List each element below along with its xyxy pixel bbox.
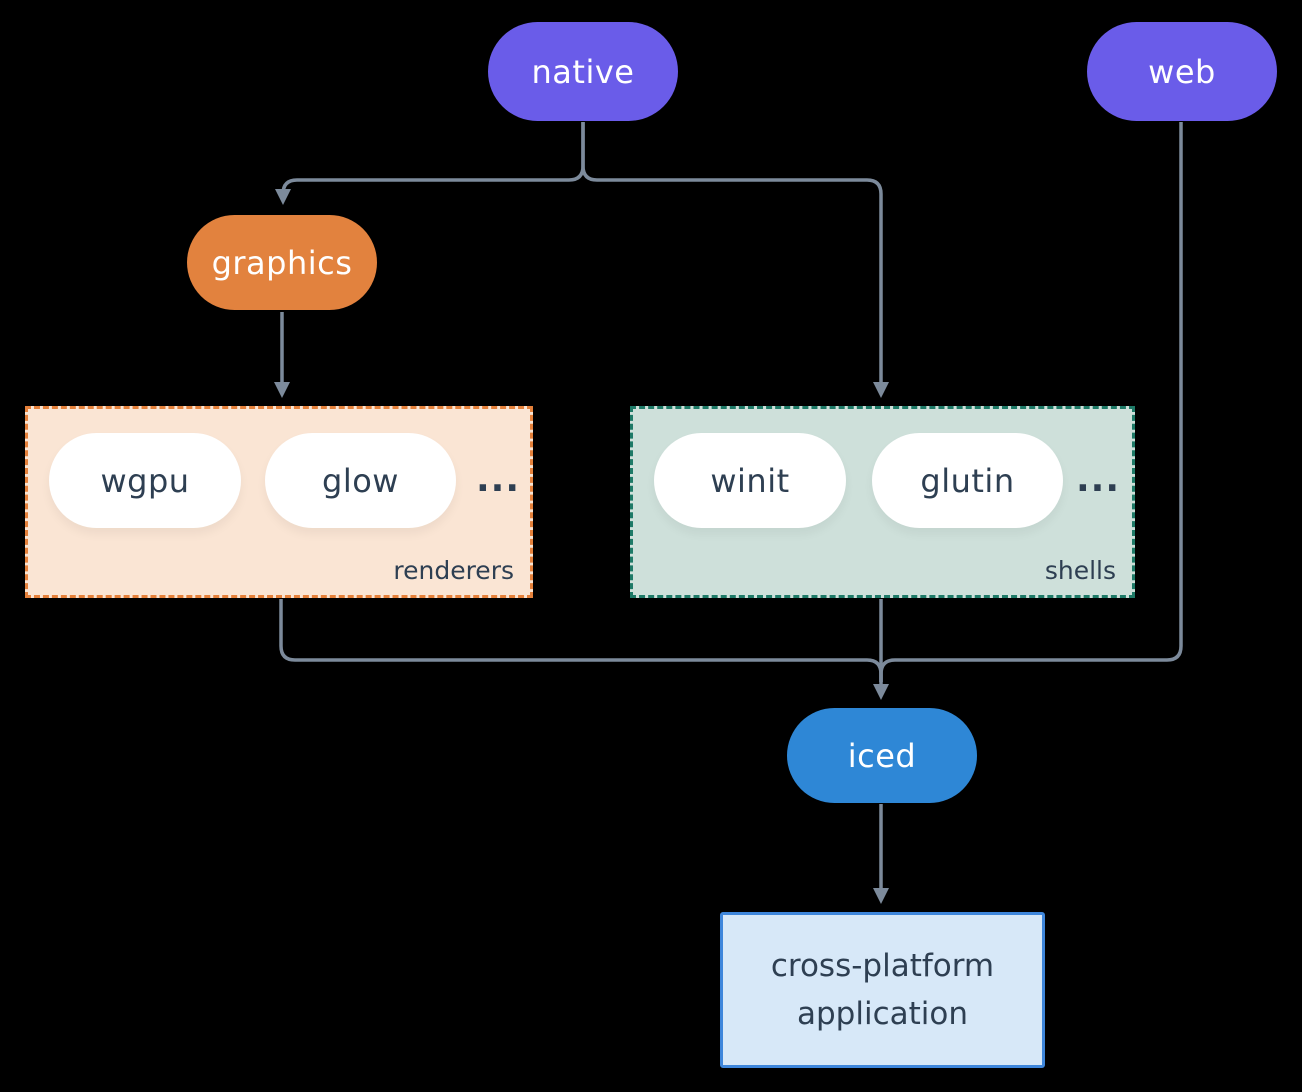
- node-iced-label: iced: [847, 736, 917, 775]
- node-glow: glow: [265, 433, 456, 528]
- node-iced: iced: [787, 708, 977, 803]
- node-winit-label: winit: [710, 461, 790, 500]
- node-native: native: [488, 22, 678, 121]
- group-renderers-label: renderers: [393, 556, 514, 585]
- edge-native-graphics: [275, 122, 585, 205]
- node-web-label: web: [1148, 52, 1216, 91]
- app-label-line1: cross-platform: [770, 947, 995, 984]
- node-wgpu: wgpu: [49, 433, 241, 528]
- app-label-line2: application: [797, 996, 968, 1032]
- node-glow-label: glow: [322, 461, 399, 500]
- node-wgpu-label: wgpu: [100, 461, 190, 500]
- shells-ellipsis: ...: [1076, 459, 1121, 500]
- node-web: web: [1087, 22, 1277, 121]
- node-winit: winit: [654, 433, 846, 528]
- node-graphics-label: graphics: [211, 243, 353, 282]
- edge-renderers-junction: [279, 599, 883, 682]
- group-renderers: wgpu glow ... renderers: [25, 406, 533, 598]
- node-cross-platform-application: cross-platform application: [720, 912, 1045, 1068]
- edge-web-junction: [879, 122, 1183, 682]
- node-native-label: native: [531, 52, 635, 91]
- group-shells-label: shells: [1044, 556, 1116, 585]
- renderers-ellipsis: ...: [476, 459, 521, 500]
- node-glutin-label: glutin: [920, 461, 1015, 500]
- group-shells: winit glutin ... shells: [630, 406, 1135, 598]
- edge-native-shells: [581, 122, 889, 398]
- node-glutin: glutin: [872, 433, 1063, 528]
- node-graphics: graphics: [187, 215, 377, 310]
